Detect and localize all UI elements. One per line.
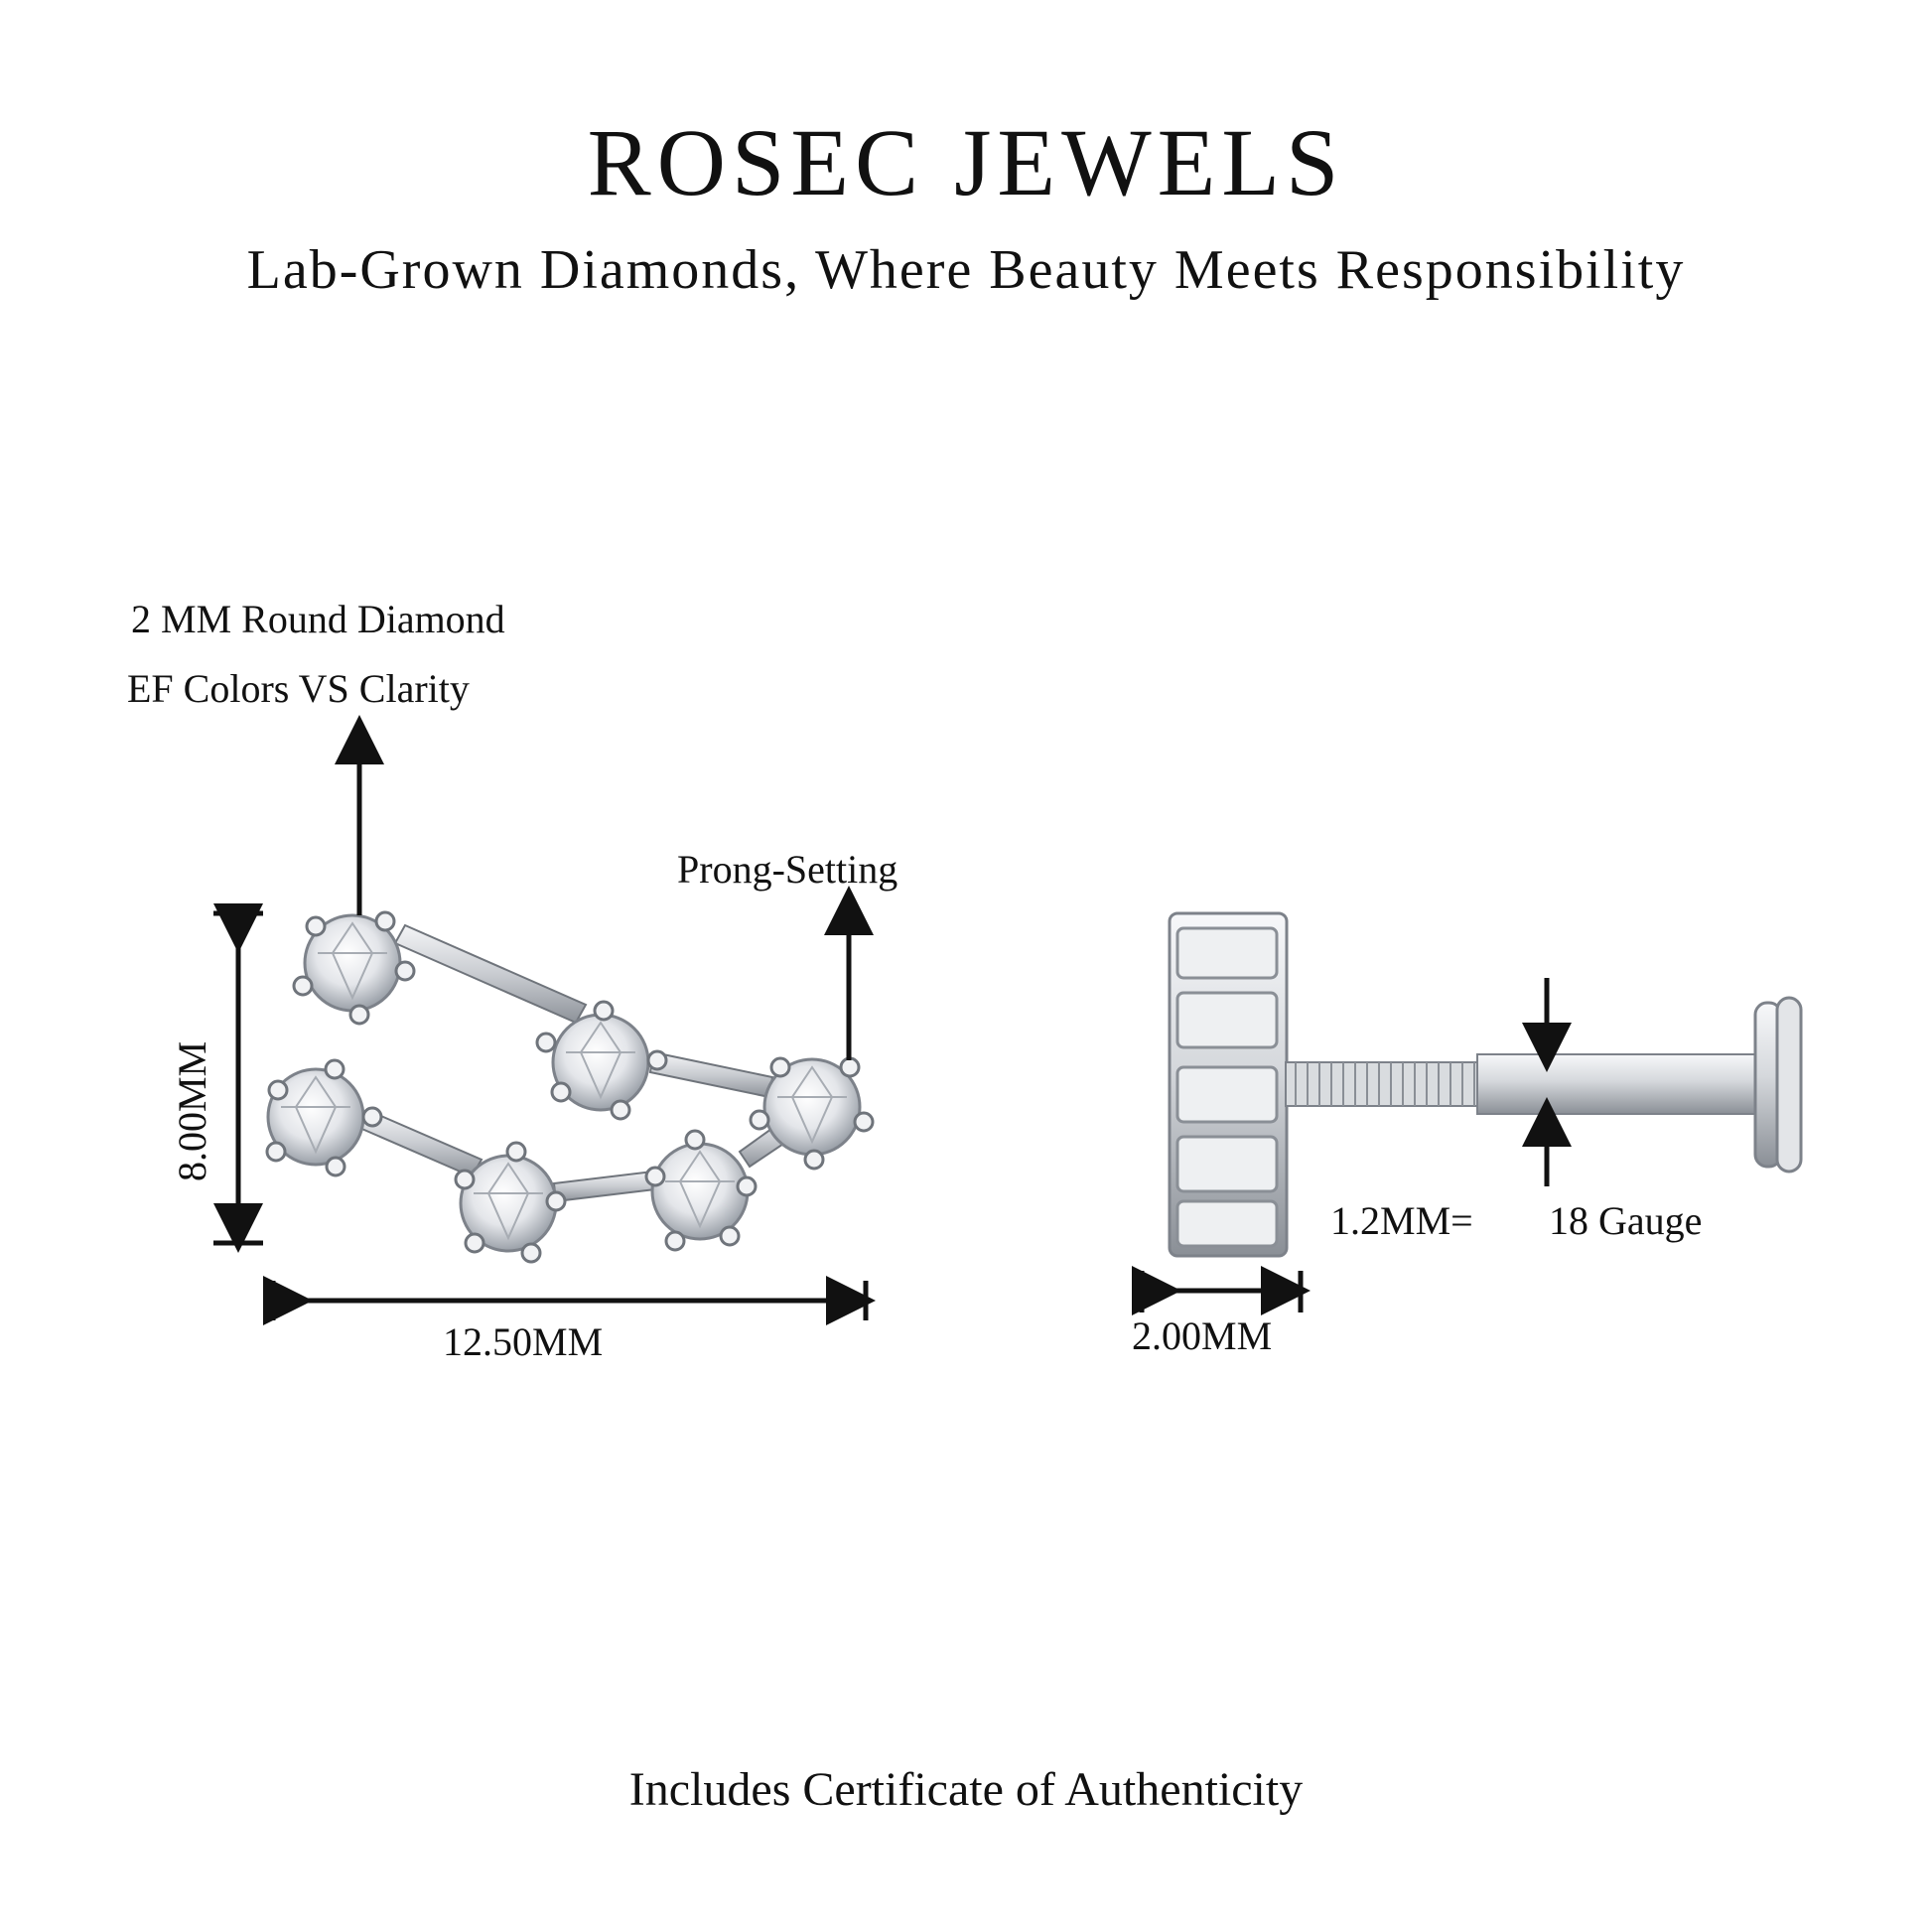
front-dimension-lines [213,715,876,1325]
diamond-size-label: 2 MM Round Diamond [131,597,505,641]
threaded-post [1285,1061,1480,1107]
width-dimension-label: 12.50MM [443,1319,604,1364]
gauge-mm-label: 1.2MM= [1330,1198,1473,1243]
gauge-label: 18 Gauge [1549,1198,1703,1243]
diamond-quality-label: EF Colors VS Clarity [127,666,470,711]
prong-setting-label: Prong-Setting [677,847,898,892]
depth-dimension-label: 2.00MM [1132,1313,1273,1358]
side-view-earring [1168,911,1803,1258]
diamond-6 [650,1142,750,1241]
front-view-earring [265,910,875,1264]
brand-title: ROSEC JEWELS [587,109,1345,215]
side-dimension-lines [1132,978,1572,1315]
brand-tagline: Lab-Grown Diamonds, Where Beauty Meets R… [246,239,1686,301]
certificate-note: Includes Certificate of Authenticity [628,1763,1304,1816]
smooth-post [1476,1053,1766,1115]
